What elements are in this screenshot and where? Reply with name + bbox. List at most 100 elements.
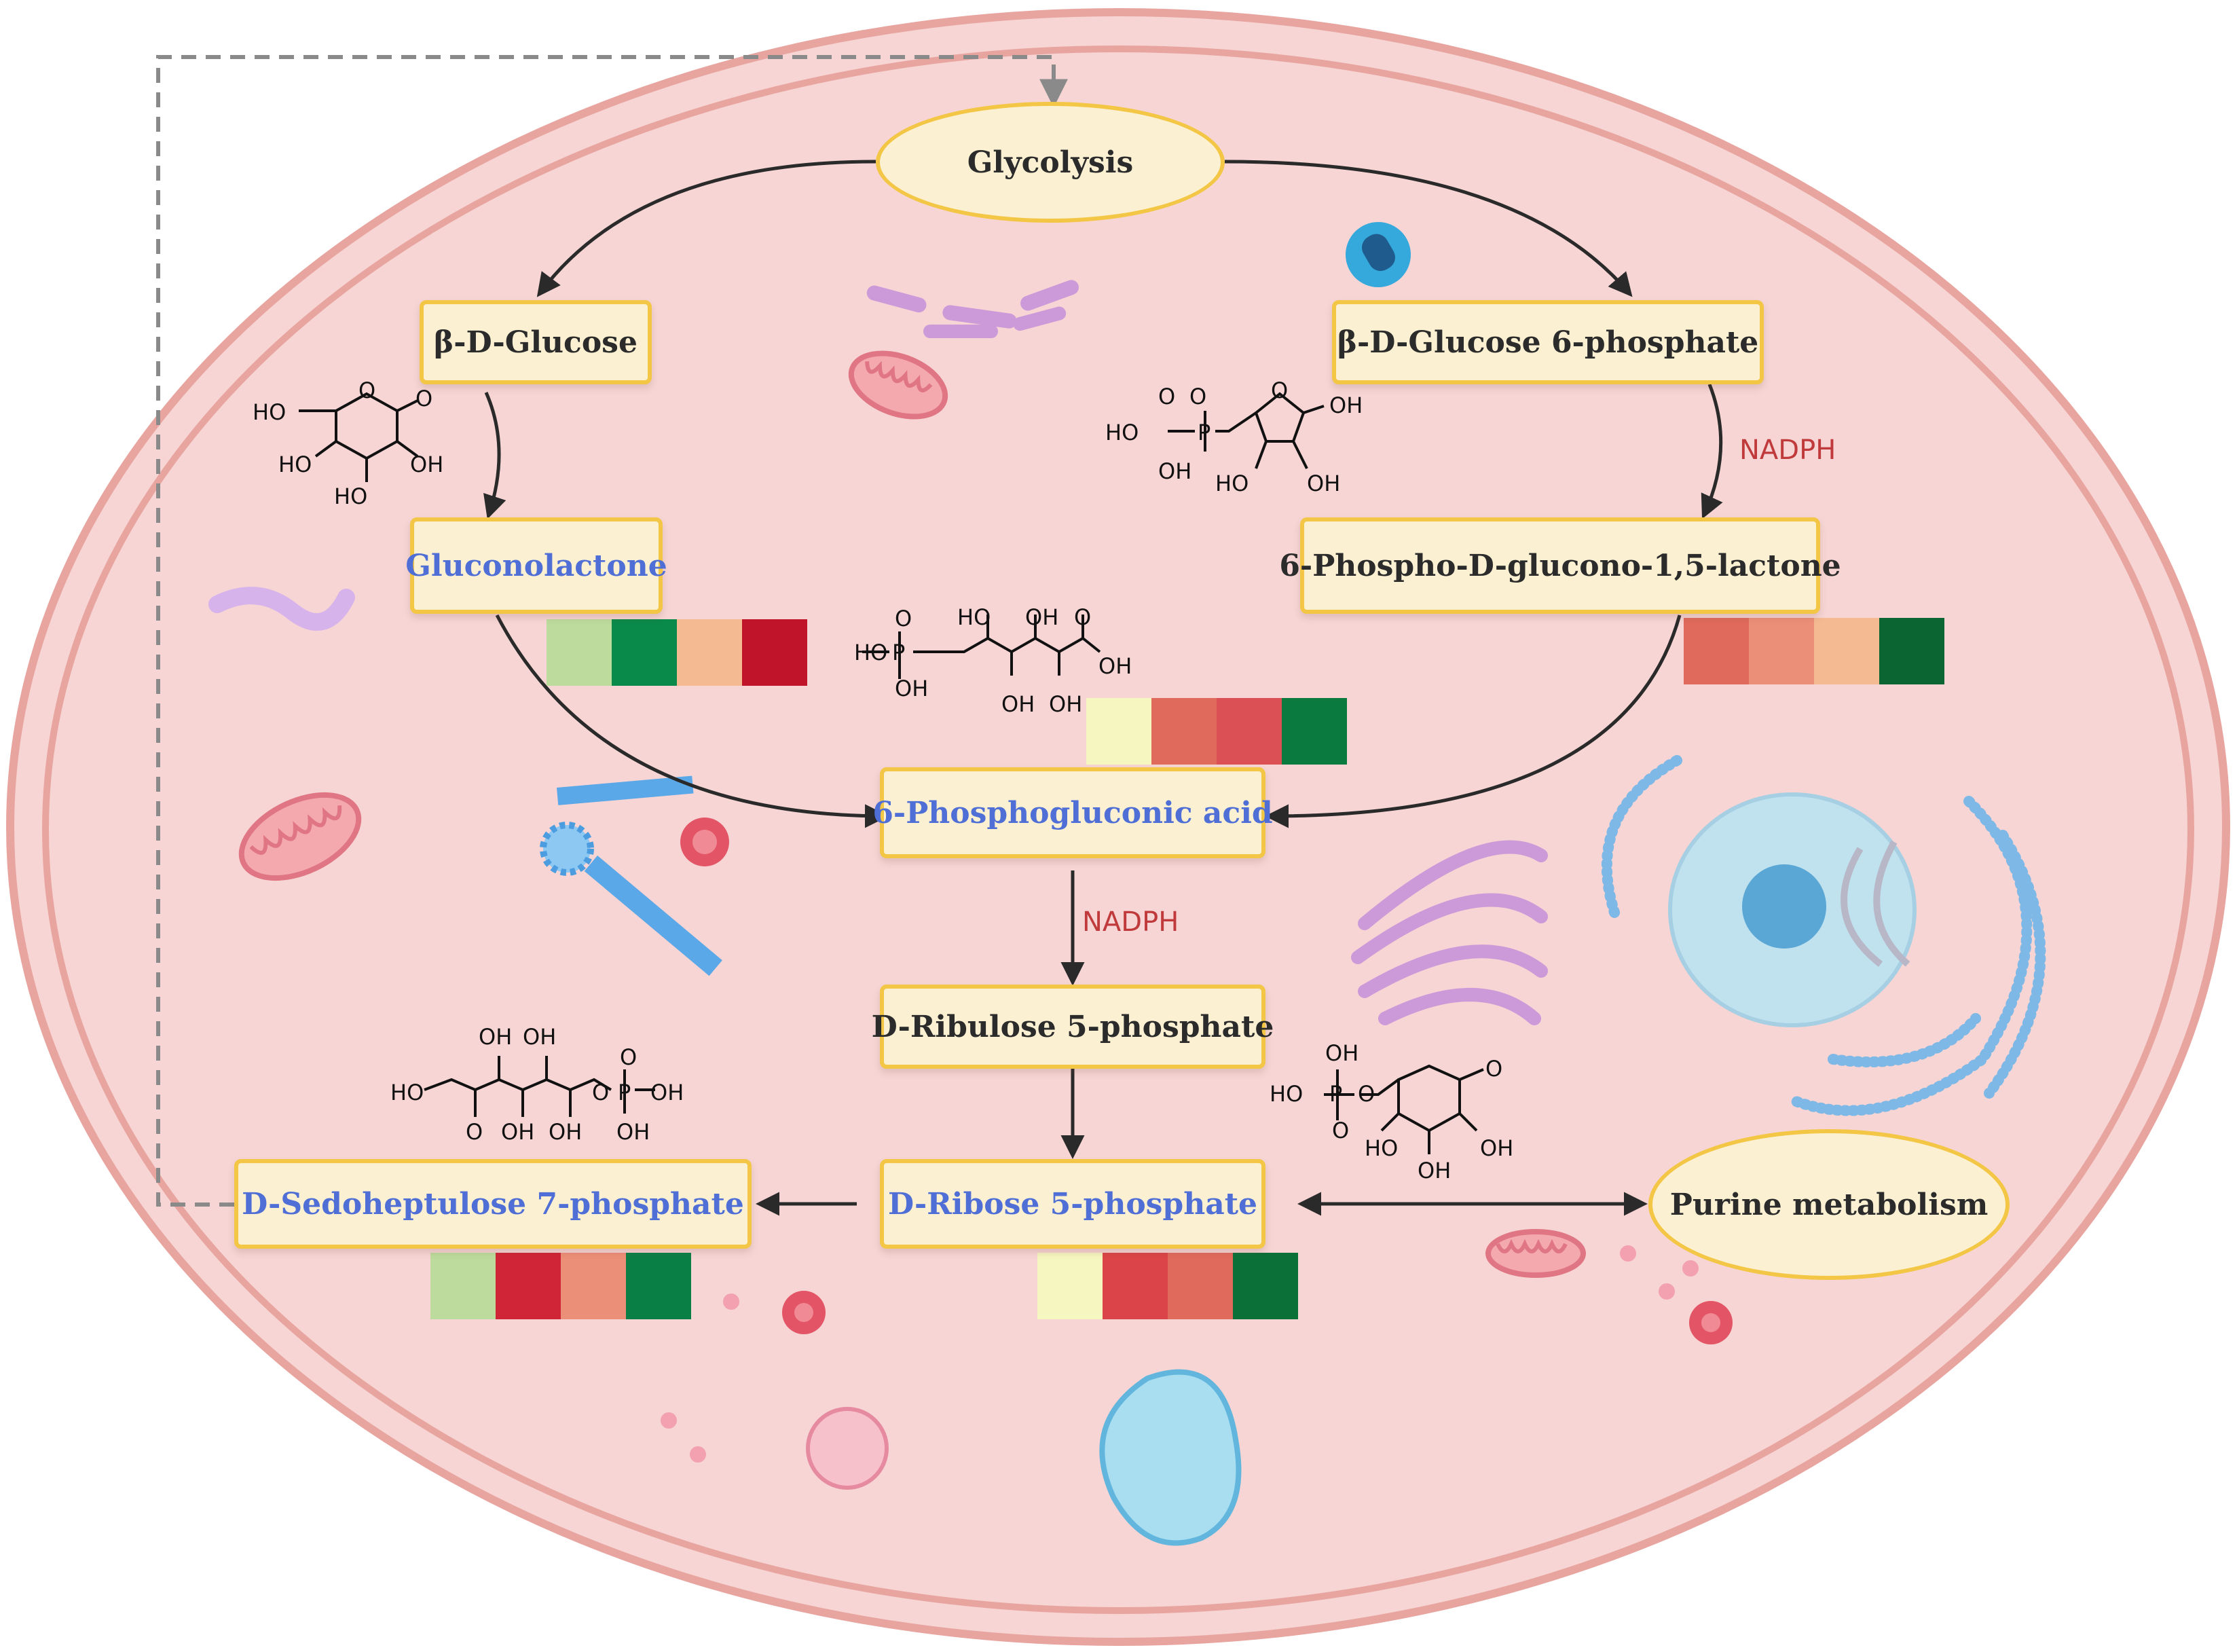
chem-atom-label: O — [1189, 384, 1207, 409]
heatmap-cell — [677, 619, 742, 686]
heatmap-cell — [626, 1253, 691, 1319]
chem-atom-label: OH — [523, 1024, 557, 1050]
sedo-structure — [424, 1056, 655, 1117]
heatmap-cell — [547, 619, 612, 686]
heatmap-cell — [1684, 618, 1749, 684]
heatmap-cell — [561, 1253, 626, 1319]
chem-atom-label: HO — [1105, 420, 1139, 445]
heatmap-cell — [1151, 698, 1217, 765]
chem-atom-label: O — [1158, 384, 1176, 409]
chem-atom-label: O — [592, 1080, 610, 1105]
chem-atom-label: HO — [1270, 1081, 1304, 1107]
chem-atom-label: OH — [1307, 471, 1341, 496]
chem-atom-label: P — [1329, 1081, 1343, 1107]
cell-inner-membrane — [42, 45, 2194, 1614]
chem-atom-label: O — [415, 386, 433, 411]
heatmap-cell — [1233, 1253, 1298, 1319]
mitochondrion-icon — [238, 792, 362, 881]
chem-atom-label: O — [620, 1044, 637, 1070]
edge-glucose6p-to-phospholactone — [1701, 384, 1723, 519]
chem-atom-label: OH — [616, 1119, 650, 1145]
worm-shape-icon — [208, 587, 355, 631]
endoplasmic-reticulum-icon — [866, 280, 1079, 338]
edge-phospholactone-to-phosphogluconic — [1265, 614, 1682, 828]
cofactor-nadph-center: NADPH — [1082, 906, 1179, 938]
feedback-dashed-arrow — [156, 55, 1068, 1207]
heatmap-ribose — [1037, 1253, 1298, 1319]
chem-atom-label: OH — [479, 1024, 513, 1050]
chem-atom-label: O — [1074, 604, 1092, 630]
chem-atom-label: OH — [1049, 691, 1083, 717]
node-beta-d-glucose: β-D-Glucose — [420, 300, 652, 384]
node-d-ribose-5-phosphate: D-Ribose 5-phosphate — [880, 1159, 1265, 1249]
heatmap-cell — [1086, 698, 1151, 765]
heatmap-sedoheptulose — [430, 1253, 691, 1319]
chem-atom-label: O — [358, 378, 376, 403]
heatmap-phosphogluconic — [1086, 698, 1347, 765]
vesicle-icon — [661, 818, 1733, 1463]
node-d-sedoheptulose-7-phosphate: D-Sedoheptulose 7-phosphate — [234, 1159, 752, 1249]
chem-atom-label: HO — [957, 604, 991, 630]
node-gluconolactone: Gluconolactone — [405, 517, 667, 614]
chem-atom-label: OH — [1329, 392, 1363, 418]
glucose-structure — [299, 392, 419, 482]
chem-atom-label: HO — [1215, 471, 1249, 496]
heatmap-cell — [496, 1253, 561, 1319]
chem-atom-label: HO — [278, 452, 312, 477]
heatmap-cell — [1037, 1253, 1103, 1319]
chem-atom-label: O — [1332, 1118, 1350, 1143]
chem-atom-label: OH — [1158, 458, 1192, 484]
chem-atom-label: O — [895, 606, 912, 631]
lysosome-icon — [806, 1407, 889, 1490]
chem-atom-label: HO — [390, 1080, 424, 1105]
chem-atom-label: OH — [1325, 1040, 1359, 1066]
mitochondrion-icon — [1485, 1229, 1586, 1278]
cytoskeleton-icon — [540, 775, 722, 976]
chem-atom-label: P — [618, 1080, 631, 1105]
heatmap-cell — [612, 619, 677, 686]
chem-atom-label: OH — [1001, 691, 1035, 717]
heatmap-cell — [1217, 698, 1282, 765]
golgi-apparatus-icon — [1351, 840, 1548, 1025]
heatmap-cell — [1282, 698, 1347, 765]
heatmap-cell — [430, 1253, 496, 1319]
vacuole-icon — [1099, 1369, 1242, 1546]
chem-atom-label: OH — [549, 1119, 583, 1145]
chem-atom-label: HO — [854, 640, 888, 665]
pgluconic-structure — [862, 614, 1101, 679]
chem-atom-label: OH — [501, 1119, 535, 1145]
bacterium-icon — [1346, 222, 1411, 287]
chem-atom-label: P — [892, 640, 906, 665]
chem-atom-label: O — [1271, 378, 1289, 403]
heatmap-gluconolactone — [547, 619, 807, 686]
node-beta-d-glucose-6-phosphate: β-D-Glucose 6-phosphate — [1332, 300, 1764, 384]
nucleus-icon — [1668, 792, 1917, 1027]
edge-glycolysis-to-glucose — [536, 160, 876, 297]
chem-atom-label: OH — [1098, 653, 1132, 679]
edge-gluconolactone-to-phosphogluconic — [495, 614, 889, 828]
heatmap-cell — [1879, 618, 1944, 684]
node-purine-metabolism: Purine metabolism — [1648, 1129, 2010, 1280]
chem-atom-label: O — [1358, 1081, 1375, 1107]
chem-atom-label: OH — [410, 452, 444, 477]
glucose6p-structure — [1168, 392, 1325, 469]
node-6-phospho-glucono-lactone: 6-Phospho-D-glucono-1,5-lactone — [1279, 517, 1841, 614]
chem-atom-label: OH — [1025, 604, 1059, 630]
chem-atom-label: HO — [253, 399, 286, 425]
heatmap-phospho-lactone — [1684, 618, 1944, 684]
rough-er-icon — [1601, 755, 2046, 1116]
heatmap-cell — [1168, 1253, 1233, 1319]
node-6-phosphogluconic-acid: 6-Phosphogluconic acid — [872, 767, 1273, 858]
chem-atom-label: O — [1485, 1056, 1503, 1082]
chem-atom-label: HO — [1365, 1135, 1399, 1161]
edge-glycolysis-to-glucose6p — [1224, 160, 1633, 297]
node-d-ribulose-5-phosphate: D-Ribulose 5-phosphate — [872, 985, 1274, 1069]
edge-glucose-to-gluconolactone — [483, 391, 506, 519]
lactone6p-structure — [1324, 1064, 1484, 1154]
chem-atom-label: OH — [650, 1080, 684, 1105]
cofactor-nadph-right: NADPH — [1739, 435, 1836, 466]
node-glycolysis: Glycolysis — [876, 102, 1225, 223]
chem-atom-label: HO — [334, 483, 368, 509]
chem-atom-label: OH — [895, 676, 929, 701]
